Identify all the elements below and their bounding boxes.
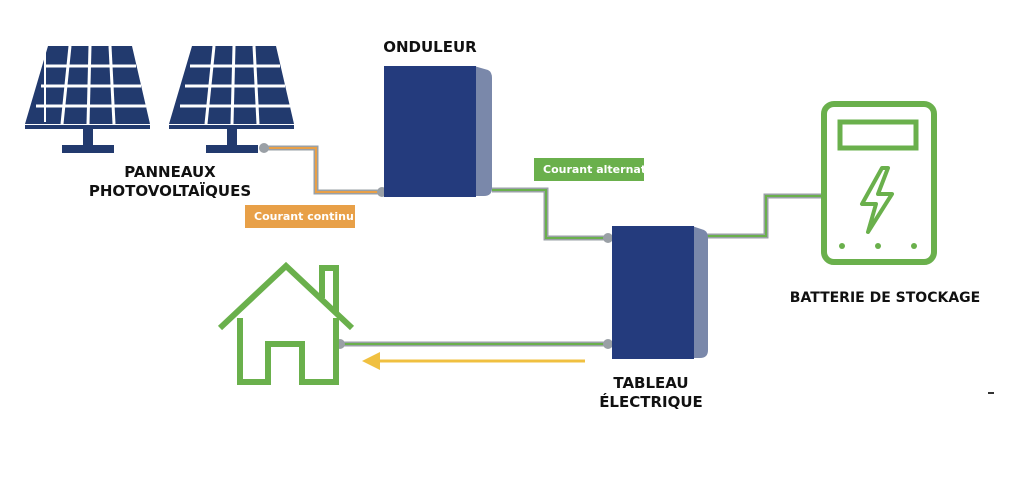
panels-label-line2: PHOTOVOLTAÏQUES: [88, 182, 252, 200]
inverter-box: [384, 66, 492, 197]
electrical-panel-label-line2: ÉLECTRIQUE: [599, 393, 703, 411]
dc-cable: [259, 143, 387, 197]
battery-cable: [706, 193, 822, 239]
house-icon: [217, 261, 355, 385]
house-cable: [335, 339, 613, 349]
flow-arrow-icon: [362, 352, 585, 370]
electrical-panel-box: [612, 226, 708, 359]
solar-panel-icon: [169, 45, 294, 153]
battery-label: BATTERIE DE STOCKAGE: [789, 290, 981, 306]
panels-label-line1: PANNEAUX: [124, 163, 216, 181]
ac-cable: [492, 187, 613, 243]
electrical-panel-label-line1: TABLEAU: [613, 374, 689, 392]
battery-icon: [821, 101, 937, 265]
inverter-label: ONDULEUR: [383, 38, 477, 56]
dc-current-tag: Courant continu: [245, 205, 355, 228]
lightning-bolt-icon: [860, 166, 894, 234]
solar-panel-icon: [25, 45, 150, 153]
electrical-panel-label: TABLEAU ÉLECTRIQUE: [586, 374, 716, 412]
ac-current-tag: Courant alternatif: [534, 158, 655, 181]
panels-label: PANNEAUX PHOTOVOLTAÏQUES: [70, 163, 270, 201]
